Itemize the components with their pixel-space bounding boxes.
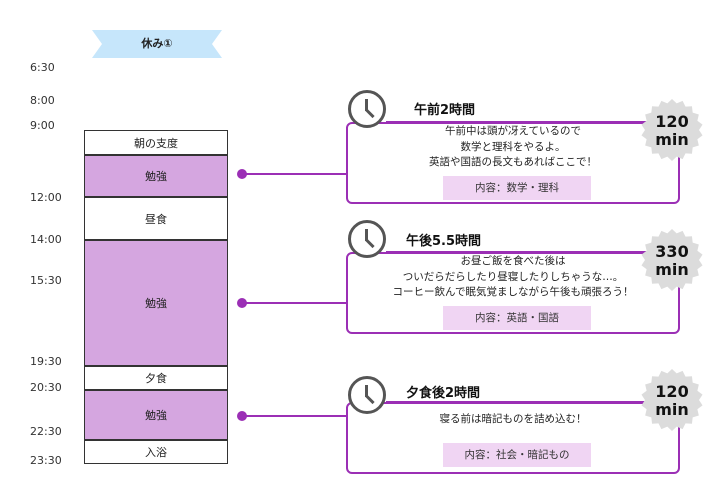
card-description-line: 寝る前は暗記ものを詰め込む！	[439, 413, 587, 425]
card-header-line	[386, 121, 658, 123]
schedule-block-bath: 入浴	[84, 440, 228, 464]
card-description-line: お昼ご飯を食べた後は	[460, 255, 566, 267]
card-description-line: 数学と理科をやるよ。	[460, 140, 566, 153]
duration-badge-unit: min	[655, 260, 689, 279]
connector-dot	[237, 298, 247, 308]
clock-icon	[348, 90, 386, 128]
time-label: 8:00	[30, 94, 55, 107]
card-header-line	[386, 401, 658, 403]
time-label: 14:00	[30, 233, 62, 246]
time-label: 6:30	[30, 61, 55, 74]
schedule-block-morning-prep: 朝の支度	[84, 130, 228, 155]
card-title: 夕食後2時間	[406, 386, 481, 401]
duration-badge	[641, 99, 703, 161]
card-description-line: 英語や国語の長文もあればここで！	[429, 156, 597, 168]
card-header-line	[386, 251, 658, 253]
time-label: 23:30	[30, 454, 62, 467]
duration-badge-number: 120	[655, 112, 689, 131]
duration-badge	[641, 369, 703, 431]
card-description-line: ついだらだらしたり昼寝したりしちゃうな…。	[402, 270, 624, 283]
card-description-line: 午前中は頭が冴えているので	[445, 125, 581, 137]
duration-badge-number: 330	[655, 242, 689, 261]
connector-line	[242, 415, 346, 417]
time-label: 20:30	[30, 381, 62, 394]
schedule-block-study: 勉強	[84, 240, 228, 366]
time-label: 15:30	[30, 274, 62, 287]
connector-line	[242, 302, 346, 304]
time-label: 22:30	[30, 425, 62, 438]
card-title: 午前2時間	[414, 103, 476, 118]
schedule-block-study: 勉強	[84, 155, 228, 197]
schedule-block-dinner: 夕食	[84, 366, 228, 390]
time-label: 12:00	[30, 191, 62, 204]
connector-dot	[237, 411, 247, 421]
content-box: 内容：英語・国語	[443, 306, 591, 330]
schedule-block-study: 勉強	[84, 390, 228, 440]
clock-icon	[348, 220, 386, 258]
connector-line	[242, 173, 346, 175]
duration-badge-unit: min	[655, 400, 689, 419]
connector-dot	[237, 169, 247, 179]
ribbon-banner	[92, 30, 222, 58]
duration-badge-unit: min	[655, 130, 689, 149]
card-title: 午後5.5時間	[406, 234, 482, 249]
card-description: 午前中は頭が冴えているので 数学と理科をやるよ。 英語や国語の長文もあればここで…	[352, 124, 674, 171]
duration-badge-number: 120	[655, 382, 689, 401]
duration-badge	[641, 229, 703, 291]
page-title: 休み①	[141, 37, 173, 50]
content-box: 内容：数学・理科	[443, 176, 591, 200]
schedule-block-lunch: 昼食	[84, 197, 228, 240]
card-description: 寝る前は暗記ものを詰め込む！	[352, 412, 674, 428]
card-description-line: コーヒー飲んで眠気覚ましながら午後も頑張ろう！	[392, 286, 634, 298]
clock-icon	[348, 376, 386, 414]
study-card-morning	[346, 122, 680, 204]
time-label: 9:00	[30, 119, 55, 132]
card-description: お昼ご飯を食べた後は ついだらだらしたり昼寝したりしちゃうな…。 コーヒー飲んで…	[352, 254, 674, 301]
content-box: 内容：社会・暗記もの	[443, 443, 591, 467]
time-label: 19:30	[30, 355, 62, 368]
